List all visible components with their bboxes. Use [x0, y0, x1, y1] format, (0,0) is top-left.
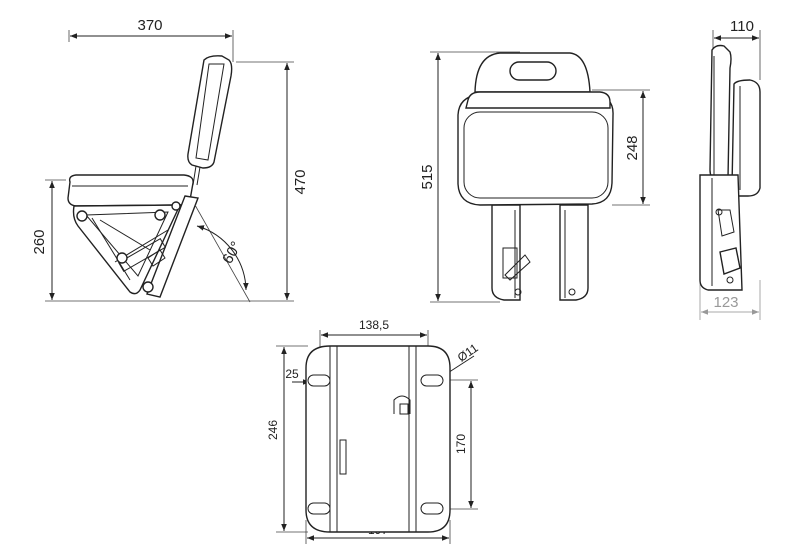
right-view: 110 123 [699, 18, 761, 320]
dim-base-width-top: 138,5 [359, 318, 389, 332]
dim-front-height: 515 [419, 164, 436, 189]
dim-seat-height: 260 [31, 229, 48, 254]
dim-side-height: 470 [292, 169, 309, 194]
dim-side-width: 370 [137, 17, 162, 34]
side-view: 370 470 260 [31, 17, 309, 303]
dim-slot-offset: 25 [285, 367, 299, 381]
dim-angle: 60° [219, 239, 245, 267]
dim-hole-diameter: Ø11 [455, 341, 481, 365]
dim-hole-spacing: 170 [454, 434, 468, 454]
dim-backrest-height: 248 [624, 135, 641, 160]
front-view: 515 248 [419, 51, 650, 303]
dim-right-top-width: 110 [730, 18, 754, 35]
base-plate-view: 138,5 246 25 170 Ø11 197 [266, 318, 481, 544]
dim-right-bottom-width: 123 [713, 294, 738, 311]
dim-base-height: 246 [266, 420, 280, 440]
